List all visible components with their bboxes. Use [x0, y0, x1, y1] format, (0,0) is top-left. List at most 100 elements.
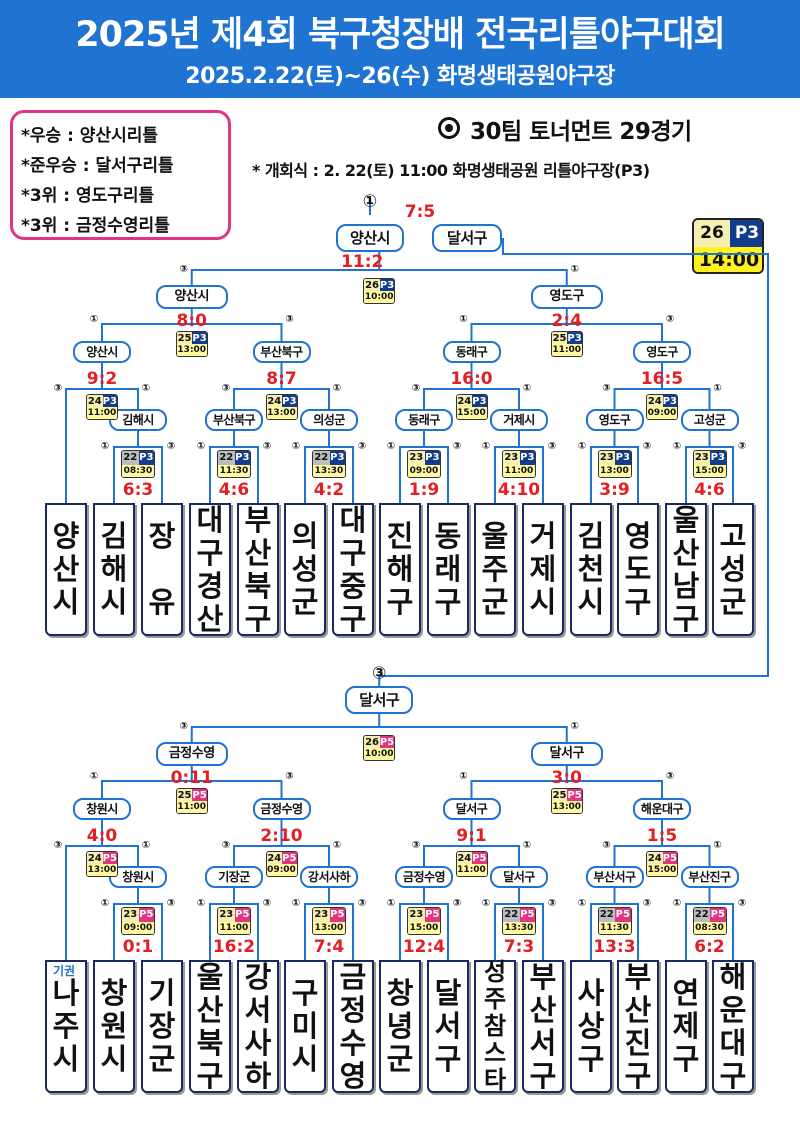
match-court: P5 — [234, 908, 250, 922]
match-round: 24 — [266, 395, 283, 408]
seed-mark: ① — [100, 898, 110, 909]
match-court: P3 — [472, 395, 487, 408]
lower-to-final-line — [378, 238, 769, 686]
match-court: P3 — [329, 451, 345, 465]
match-score: 13:3 — [593, 936, 636, 957]
team-name-char: 구 — [244, 601, 272, 636]
seed-mark: ① — [100, 441, 110, 452]
team-name-char: 북 — [196, 1025, 224, 1060]
match-round: 22 — [598, 908, 616, 922]
team-name-char: 창 — [386, 976, 414, 1010]
r32-winner-pill: 부산북구 — [205, 409, 263, 431]
match-round: 23 — [503, 451, 520, 465]
r16-winner-pill: 동래구 — [442, 341, 501, 363]
match-round: 24 — [456, 852, 473, 865]
seed-mark: ① — [89, 771, 99, 782]
team-name-char: 해 — [719, 959, 747, 994]
team-name-char: 운 — [719, 992, 747, 1027]
match-score: 4:0 — [86, 825, 118, 846]
seed-mark: ③ — [737, 898, 747, 909]
team-name-char: 사 — [244, 1025, 272, 1060]
team-name-char: 군 — [386, 1042, 414, 1076]
match-time: 15:00 — [647, 864, 677, 876]
team-name-char: 구 — [434, 585, 462, 619]
team-name-char: 군 — [719, 585, 747, 619]
match-time: 10:00 — [364, 748, 395, 760]
seed-mark: ① — [196, 441, 206, 452]
match-round: 23 — [408, 451, 425, 465]
seed-mark: ③ — [737, 441, 747, 452]
team-name-char: 김 — [577, 519, 605, 553]
final-seed-mark: ① — [362, 191, 378, 212]
match-score: 11:2 — [341, 251, 384, 272]
team-name-char: 해 — [100, 552, 128, 586]
seed-mark: ③ — [665, 771, 675, 782]
seed-mark: ③ — [642, 441, 652, 452]
match-time: 11:00 — [456, 864, 487, 876]
team-name-char: 타 — [483, 1066, 507, 1094]
result-third-2: *3위 : 금정수영리틀 — [21, 216, 170, 236]
team-name-char: 경 — [196, 568, 224, 603]
match-time: 15:00 — [408, 921, 440, 934]
match-round: 25 — [176, 789, 193, 802]
match-court: P5 — [567, 789, 582, 802]
match-round: 26 — [364, 736, 380, 749]
seed-mark: ① — [570, 721, 579, 732]
r16-winner-pill: 해운대구 — [633, 798, 691, 820]
match-time: 15:00 — [456, 407, 487, 419]
team-name-char: 수 — [339, 1025, 367, 1060]
match-round: 25 — [176, 332, 193, 345]
final-left-pill: 양산시 — [336, 224, 404, 252]
match-court: P3 — [102, 395, 117, 408]
results-box: *우승 : 양산시리틀 *준우승 : 달서구리틀 *3위 : 영도구리틀 *3위… — [10, 110, 231, 240]
match-round: 23 — [408, 908, 425, 922]
r32-winner-pill: 달서구 — [490, 866, 548, 888]
team-name-char: 거 — [529, 519, 557, 553]
result-champion: *우승 : 양산시리틀 — [21, 126, 159, 146]
team-name-char: 시 — [577, 585, 605, 619]
team-name-char: 시 — [529, 585, 557, 619]
match-court: P3 — [567, 332, 582, 345]
seed-mark: ③ — [547, 898, 557, 909]
tournament-dates: 2025.2.22(토)~26(수) 화명생태공원야구장 — [185, 64, 615, 89]
match-time: 13:30 — [503, 921, 535, 934]
match-score: 4:6 — [218, 479, 250, 500]
seed-mark: ③ — [285, 771, 294, 782]
team-name-char: 동 — [434, 519, 462, 553]
seed-mark: ③ — [285, 314, 294, 325]
qf-winner-pill: 영도구 — [530, 285, 603, 309]
seed-mark: ① — [459, 314, 468, 325]
match-court: P5 — [615, 908, 631, 922]
seed-mark: ① — [577, 441, 587, 452]
match-court: P5 — [472, 852, 487, 865]
match-time: 11:30 — [598, 921, 631, 934]
team-name-char — [157, 553, 167, 586]
qf-winner-pill: 양산시 — [155, 285, 228, 309]
qf-winner-pill: 금정수영 — [155, 742, 228, 766]
r16-winner-pill: 금정수영 — [252, 798, 311, 820]
r16-winner-pill: 부산북구 — [252, 341, 311, 363]
team-name-char: 구 — [434, 1042, 462, 1076]
team-name-char: 시 — [100, 1042, 128, 1076]
match-round: 25 — [551, 332, 568, 345]
match-time: 10:00 — [364, 291, 395, 303]
seed-mark: ① — [141, 383, 151, 394]
team-name-char: 참 — [483, 1012, 507, 1040]
seed-mark: ① — [141, 840, 151, 851]
match-time: 08:30 — [693, 921, 726, 934]
match-round: 23 — [598, 451, 616, 465]
match-score: 7:3 — [503, 936, 535, 957]
seed-mark: ③ — [166, 441, 176, 452]
